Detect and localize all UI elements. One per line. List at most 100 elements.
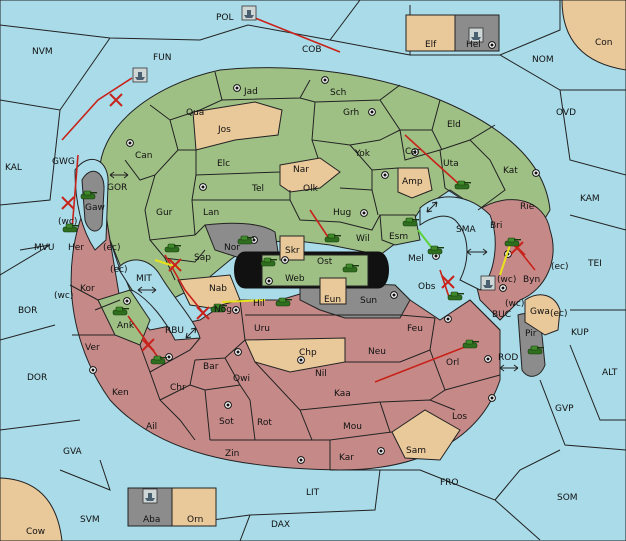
- support-line: [221, 299, 266, 303]
- label-olk: Olk: [303, 184, 319, 194]
- label-nab: Nab: [209, 284, 227, 294]
- order-arrow: [374, 344, 471, 383]
- label-esm: Esm: [389, 232, 408, 242]
- label-gwg: GWG: [52, 157, 75, 167]
- label-gvp: GVP: [555, 404, 574, 414]
- label-hel: Hel: [466, 40, 481, 50]
- supply-center-dot: [297, 456, 305, 464]
- label-skr: Skr: [285, 246, 300, 256]
- supply-center-dot: [265, 277, 273, 285]
- label-pir: Pir: [525, 329, 537, 339]
- label-alt: ALT: [602, 368, 618, 378]
- sea-sma[interactable]: [419, 196, 496, 291]
- label-elc: Elc: [217, 159, 230, 169]
- province-labels: POL COB NVM FUN NOM Elf Hel Con OVD KAL …: [5, 13, 618, 537]
- region-amp[interactable]: [397, 167, 433, 199]
- label-rbu: RBU: [165, 326, 184, 336]
- label-mel: Mel: [408, 254, 424, 264]
- label-car: Car: [405, 147, 421, 157]
- label-web: Web: [285, 274, 305, 284]
- label-bar: Bar: [203, 362, 219, 372]
- supply-center-dot: [281, 256, 289, 264]
- region-elf[interactable]: [405, 14, 456, 52]
- label-chr: Chr: [170, 383, 186, 393]
- label-ec: (ec): [550, 309, 568, 319]
- supply-center-dot: [233, 84, 241, 92]
- label-sma: SMA: [456, 225, 476, 235]
- label-gur: Gur: [156, 208, 173, 218]
- label-nom: NOM: [532, 55, 554, 65]
- label-svm: SVM: [80, 515, 100, 525]
- double-arrow-icon: [185, 327, 197, 339]
- label-chp: Chp: [299, 348, 317, 358]
- label-fun: FUN: [153, 53, 172, 63]
- supply-center-dot: [89, 366, 97, 374]
- region-skr[interactable]: [279, 235, 305, 261]
- region-orn[interactable]: [171, 487, 217, 527]
- region-chp[interactable]: [244, 337, 346, 373]
- order-arrow: [254, 17, 341, 53]
- label-sch: Sch: [330, 88, 346, 98]
- label-los: Los: [452, 412, 467, 422]
- label-ec: (ec): [551, 262, 569, 272]
- label-eld: Eld: [447, 120, 461, 130]
- label-lan: Lan: [203, 208, 219, 218]
- double-arrow-icon: [137, 286, 157, 294]
- label-kat: Kat: [503, 166, 518, 176]
- label-eun: Eun: [324, 295, 341, 305]
- label-amp: Amp: [402, 177, 423, 187]
- region-gwa[interactable]: [524, 294, 561, 336]
- label-uta: Uta: [443, 159, 459, 169]
- label-wc: (wc): [58, 217, 77, 227]
- label-ec: (ec): [103, 243, 121, 253]
- label-wc: (wc): [497, 275, 516, 285]
- supply-center-dot: [321, 76, 329, 84]
- label-jos: Jos: [217, 125, 231, 135]
- label-con: Con: [595, 38, 613, 48]
- region-gaw[interactable]: [81, 170, 105, 232]
- label-qwi: Qwi: [233, 374, 250, 384]
- label-obs: Obs: [418, 282, 436, 292]
- ship-icon: [241, 5, 257, 21]
- province-borders: [69, 71, 506, 470]
- region-nar[interactable]: [279, 157, 341, 193]
- label-tei: TEI: [587, 259, 602, 269]
- label-som: SOM: [557, 493, 578, 503]
- label-pol: POL: [216, 13, 234, 23]
- supply-center-dot: [444, 315, 452, 323]
- supply-center-dot: [488, 394, 496, 402]
- label-kal: KAL: [5, 163, 22, 173]
- label-ec: (ec): [110, 265, 128, 275]
- region-eun[interactable]: [319, 277, 347, 305]
- label-lit: LIT: [306, 488, 320, 498]
- label-her: Her: [68, 243, 84, 253]
- label-mou: Mou: [343, 422, 362, 432]
- label-aba: Aba: [143, 515, 160, 525]
- label-yok: Yok: [354, 149, 371, 159]
- label-kam: KAM: [580, 194, 600, 204]
- label-ank: Ank: [117, 321, 135, 331]
- label-fro: FRO: [440, 478, 459, 488]
- double-arrow-icon: [426, 201, 438, 213]
- supply-center-dot: [488, 41, 496, 49]
- supply-center-dot: [484, 355, 492, 363]
- label-neu: Neu: [368, 347, 386, 357]
- label-ovd: OVD: [556, 108, 576, 118]
- region-sam[interactable]: [391, 409, 461, 461]
- label-bor: BOR: [18, 306, 37, 316]
- label-ken: Ken: [112, 388, 129, 398]
- sea-mit-rbu[interactable]: [117, 259, 201, 341]
- label-bri: Bri: [490, 221, 502, 231]
- label-hil: Hil: [253, 299, 265, 309]
- label-dax: DAX: [271, 520, 290, 530]
- supply-center-dot: [360, 209, 368, 217]
- label-byn: Byn: [523, 275, 540, 285]
- label-nog: Nog: [214, 305, 232, 315]
- order-arrow: [309, 209, 331, 241]
- label-can: Can: [135, 151, 153, 161]
- convoy-line: [417, 229, 433, 249]
- label-rot: Rot: [257, 418, 272, 428]
- double-arrow-icon: [466, 248, 488, 256]
- label-feu: Feu: [407, 324, 423, 334]
